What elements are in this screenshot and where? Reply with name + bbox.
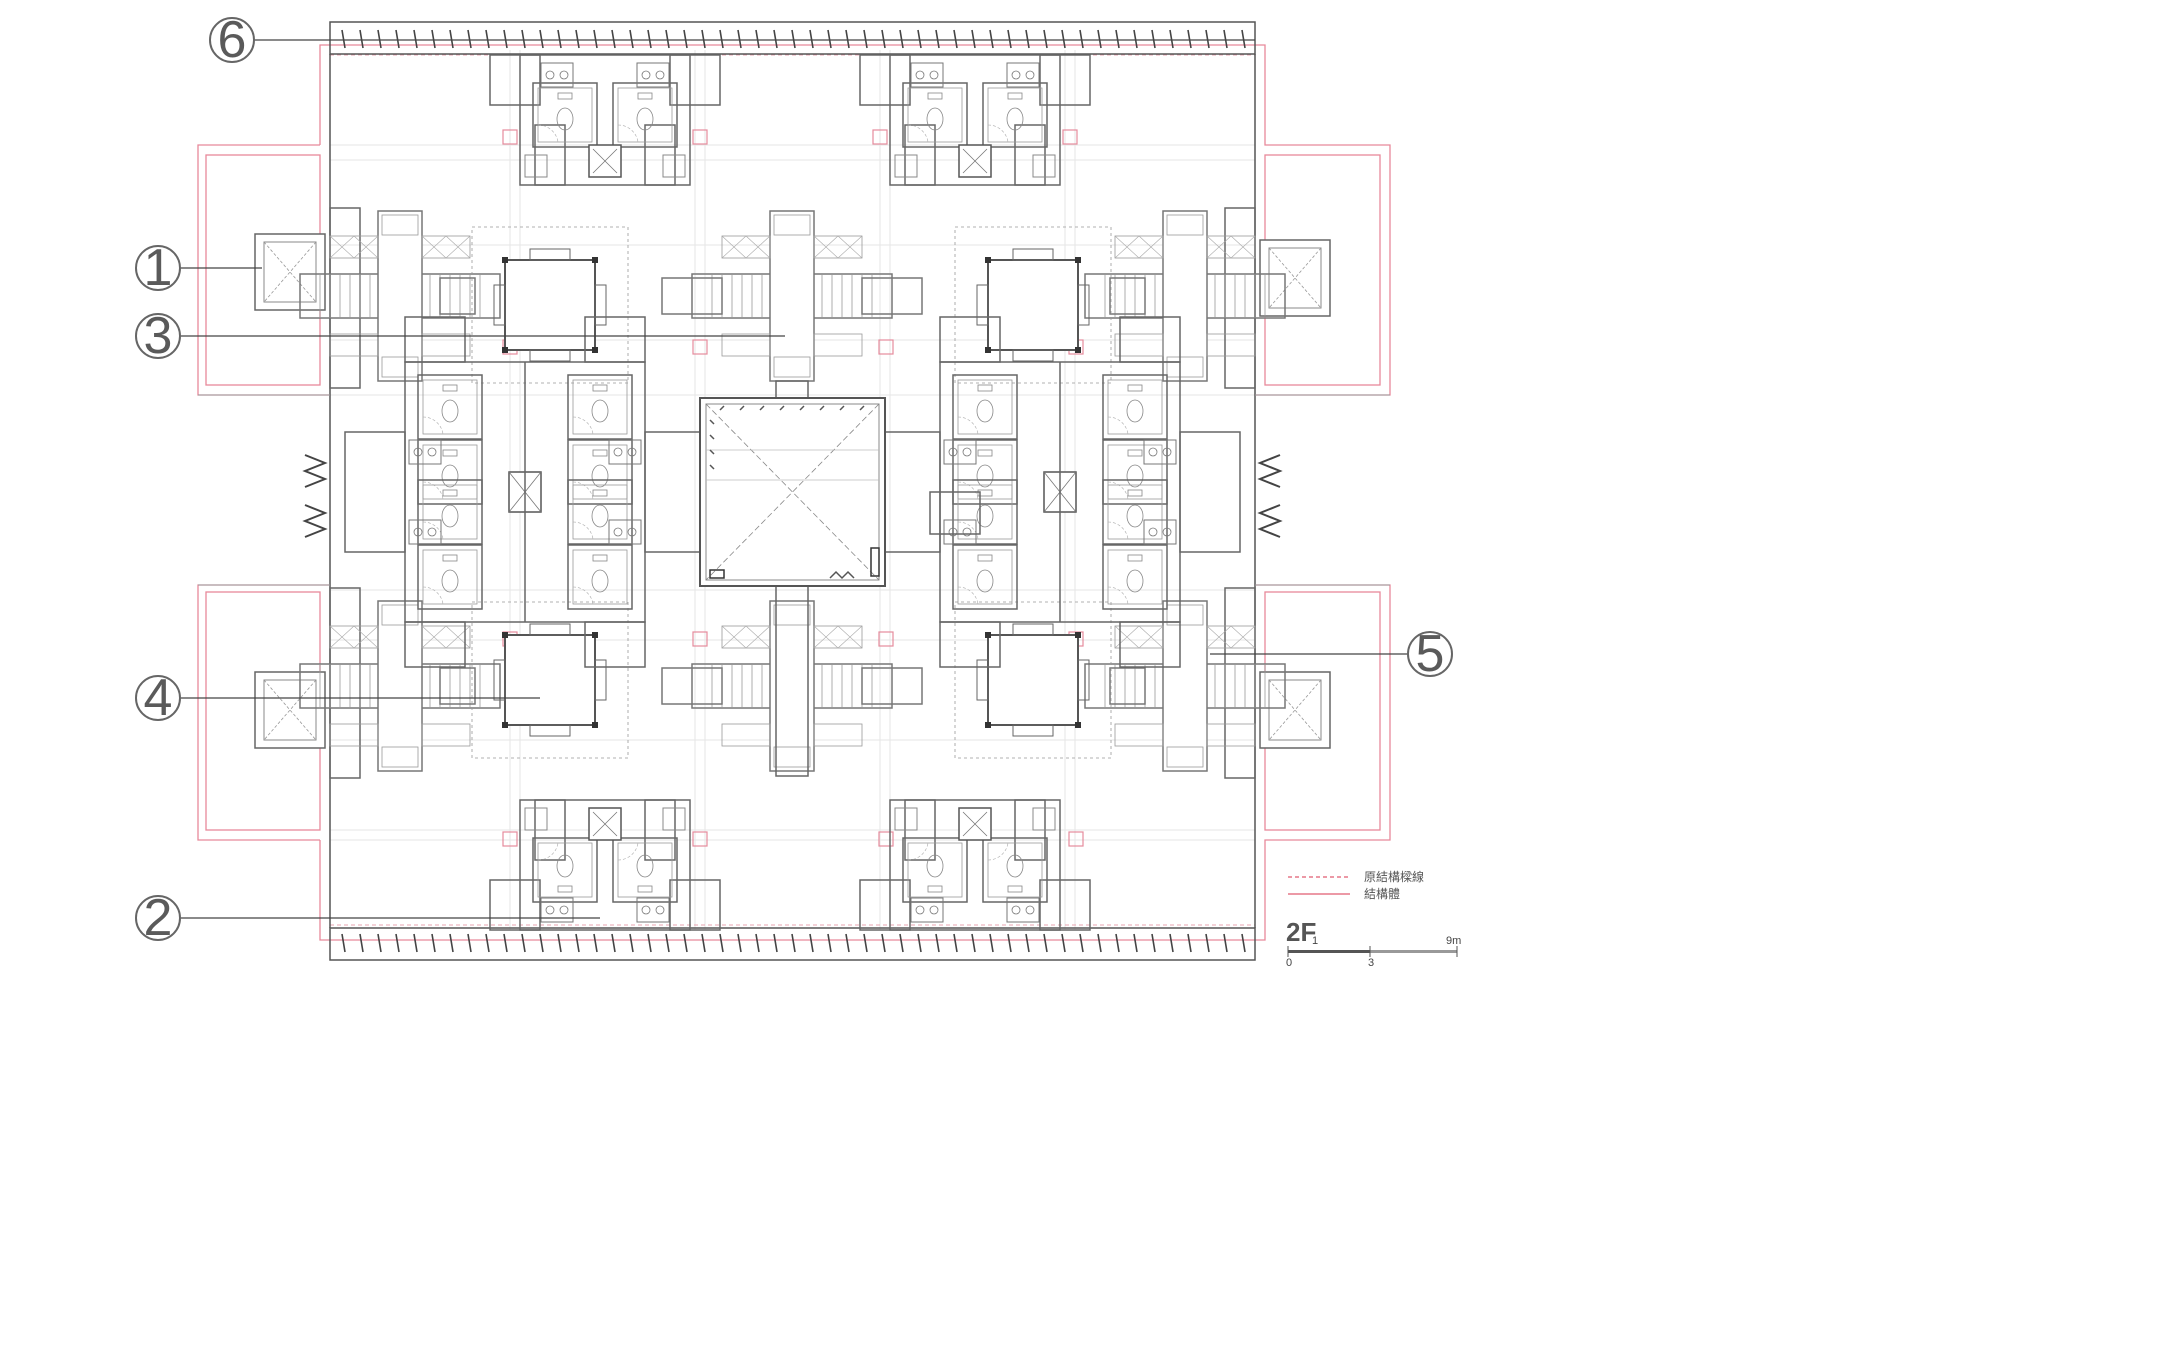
- callout-5: 5: [1407, 625, 1453, 683]
- callout-1: 1: [135, 239, 181, 297]
- callout-1-label: 1: [144, 239, 173, 297]
- scale-tick-9m: 9m: [1446, 935, 1461, 947]
- callout-4: 4: [135, 669, 181, 727]
- legend: 原結構樑線 結構體: [1288, 869, 1424, 901]
- callout-6: 6: [209, 11, 255, 69]
- callout-4-label: 4: [144, 669, 173, 727]
- callout-3-label: 3: [144, 307, 173, 365]
- building-walls: [198, 21, 1390, 961]
- leader-lines: [180, 39, 1408, 919]
- scale-tick-0: 0: [1286, 957, 1292, 969]
- callout-2: 2: [135, 889, 181, 947]
- top-restroom-blocks: [490, 55, 1090, 185]
- callout-3: 3: [135, 307, 181, 365]
- toilet-clusters: [345, 317, 1240, 667]
- bottom-restroom-blocks: [490, 800, 1090, 930]
- floor-and-scale: 2F 1 9m 0 3: [1286, 917, 1461, 969]
- floor-label: 2F: [1286, 917, 1316, 947]
- side-entrances: [302, 454, 1283, 538]
- walkway-hatching: [341, 29, 1246, 953]
- scale-tick-1: 1: [1312, 935, 1318, 947]
- callout-markers: 1 3 4 2 6 5: [135, 11, 1453, 947]
- callout-2-label: 2: [144, 889, 173, 947]
- scale-bar: 1 9m 0 3: [1286, 935, 1461, 969]
- legend-solid-label: 結構體: [1364, 887, 1400, 901]
- scale-tick-3: 3: [1368, 957, 1374, 969]
- callout-6-label: 6: [218, 11, 247, 69]
- kiosk-units: [299, 210, 1286, 772]
- callout-5-label: 5: [1416, 625, 1445, 683]
- central-atrium: [699, 397, 886, 587]
- structure-beams-dashed: [330, 54, 1255, 926]
- legend-dashed-label: 原結構樑線: [1364, 869, 1424, 884]
